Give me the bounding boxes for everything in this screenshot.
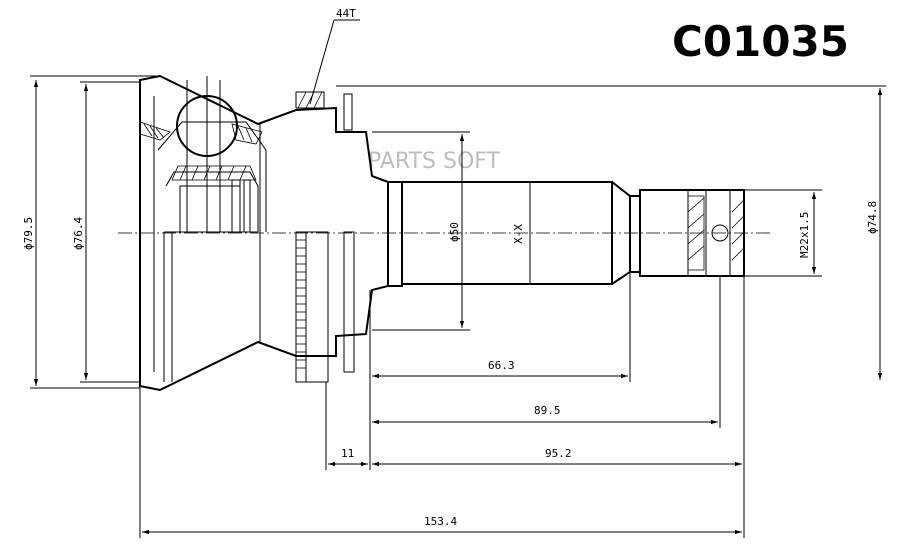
label-spline-count: 44T (336, 7, 356, 20)
label-11: 11 (341, 447, 354, 460)
dim-outer-diameter: ϕ79.5 (22, 75, 160, 389)
dim-11: 11 (325, 382, 368, 470)
dim-abs-diameter: ϕ74.8 (336, 85, 886, 380)
label-66-3: 66.3 (488, 359, 515, 372)
label-abs-diameter: ϕ74.8 (866, 201, 879, 234)
cotter-pin-hole (711, 224, 729, 242)
label-95-2: 95.2 (545, 447, 572, 460)
abs-ring (295, 231, 355, 383)
spline-leader: 44T (309, 7, 360, 105)
dim-shaft-diameter: ϕ50 (372, 131, 470, 331)
label-thread: M22x1.5 (798, 212, 811, 258)
dim-89-5: 89.5 (372, 276, 721, 428)
dim-housing-diameter: ϕ76.4 (72, 81, 140, 383)
label-housing-diameter: ϕ76.4 (72, 217, 85, 250)
label-153-4: 153.4 (424, 515, 457, 528)
label-89-5: 89.5 (534, 404, 561, 417)
dim-153-4: 153.4 (139, 386, 742, 538)
dim-thread: M22x1.5 (744, 189, 822, 277)
section-mark: X-X (512, 224, 525, 244)
dim-95-2: 95.2 (372, 276, 745, 538)
watermark: PARTS SOFT (368, 149, 501, 174)
dim-66-3: 66.3 (369, 272, 631, 470)
part-number: C01035 (672, 17, 849, 66)
label-shaft-diameter: ϕ50 (448, 222, 461, 242)
spline-flange (295, 91, 353, 131)
stub-shaft (387, 181, 745, 287)
label-outer-diameter: ϕ79.5 (22, 217, 35, 250)
